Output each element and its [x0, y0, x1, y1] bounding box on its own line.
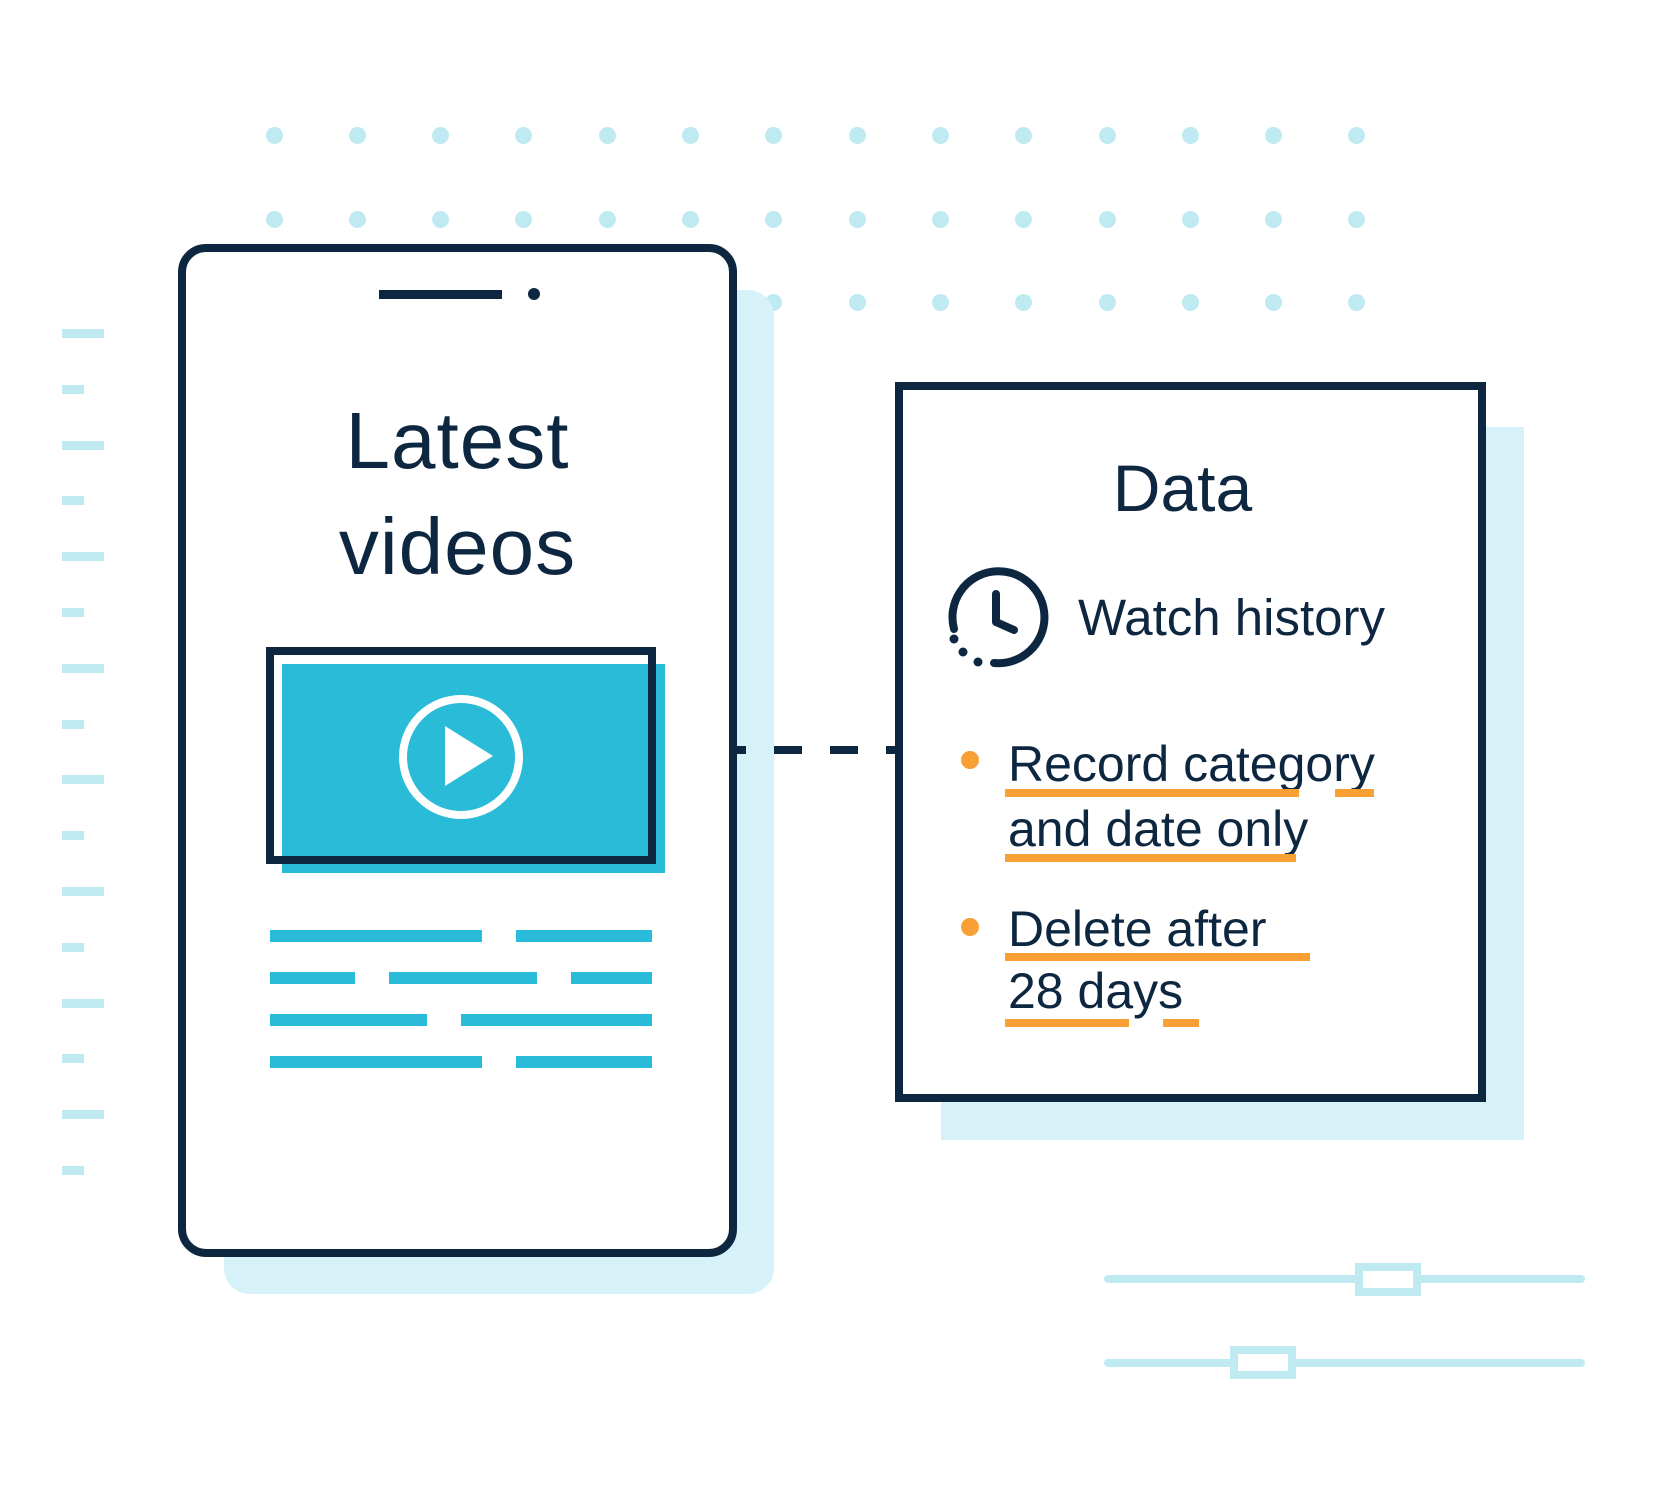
phone-title-line2: videos [338, 502, 577, 591]
highlight-underline [1335, 789, 1374, 797]
highlight-underline [1163, 1019, 1199, 1027]
text-line [270, 1056, 482, 1068]
grid-dot [848, 293, 866, 311]
grid-dot [432, 210, 450, 228]
data-item-1-line1: Record category [1008, 736, 1375, 792]
phone-title: Latest videos [230, 388, 685, 600]
grid-dot [432, 126, 450, 144]
grid-dot [265, 126, 283, 144]
tick-mark [62, 1054, 84, 1064]
grid-dot [1015, 293, 1033, 311]
highlight-underline [1005, 854, 1296, 862]
grid-dot [1181, 293, 1199, 311]
data-card-title: Data [1112, 451, 1253, 525]
grid-dot [265, 210, 283, 228]
grid-dot [1348, 293, 1366, 311]
grid-dot [515, 210, 533, 228]
text-line [270, 1014, 427, 1026]
text-line [461, 1014, 652, 1026]
data-item-2-line2: 28 days [1008, 963, 1184, 1019]
grid-dot [931, 293, 949, 311]
dashed-connector [737, 746, 895, 754]
tick-mark [62, 887, 104, 896]
tick-mark [62, 663, 104, 673]
tick-mark [62, 775, 104, 785]
tick-mark [62, 942, 84, 952]
tick-mark [62, 1110, 104, 1120]
grid-dot [931, 126, 949, 144]
data-item-2-line1: Delete after [1008, 901, 1267, 957]
grid-dot [1098, 210, 1116, 228]
slider-track-1[interactable] [1104, 1275, 1585, 1283]
slider-track-2[interactable] [1104, 1359, 1585, 1367]
tick-mark [62, 552, 104, 562]
grid-dot [598, 126, 616, 144]
tick-mark [62, 384, 84, 394]
grid-dot [1265, 210, 1283, 228]
tick-mark [62, 329, 104, 338]
grid-dot [1348, 210, 1366, 228]
grid-dot [682, 210, 699, 228]
phone-camera-icon [528, 288, 540, 300]
clock-history-icon [948, 567, 1049, 668]
grid-dot [848, 210, 866, 228]
grid-dot [1348, 126, 1366, 144]
phone-speaker-icon [379, 290, 502, 299]
text-line [516, 930, 652, 942]
highlight-underline [1005, 953, 1310, 961]
grid-dot [765, 210, 783, 228]
grid-dot [1181, 126, 1199, 144]
tick-mark [62, 1166, 84, 1175]
tick-mark [62, 998, 104, 1008]
tick-mark [62, 831, 84, 841]
grid-dot [1265, 126, 1283, 144]
grid-dot [1181, 210, 1199, 228]
grid-dot [598, 210, 616, 228]
grid-dot [1098, 293, 1116, 311]
video-thumbnail-frame [266, 647, 656, 864]
data-card [895, 382, 1486, 1102]
tick-mark [62, 608, 84, 617]
highlight-underline [1005, 789, 1299, 797]
text-line [571, 972, 652, 984]
grid-dot [1265, 293, 1283, 311]
grid-dot [1098, 126, 1116, 144]
text-line [270, 972, 355, 984]
text-line [516, 1056, 652, 1068]
grid-dot [848, 126, 866, 144]
watch-history-label: Watch history [1078, 589, 1386, 646]
grid-dot [1015, 210, 1033, 228]
grid-dot [931, 210, 949, 228]
slider-handle-1[interactable] [1354, 1263, 1421, 1296]
grid-dot [765, 126, 783, 144]
bullet-icon [961, 918, 979, 936]
grid-dot [682, 126, 699, 144]
grid-dot [348, 210, 366, 228]
tick-mark [62, 719, 84, 729]
grid-dot [515, 126, 533, 144]
bullet-icon [961, 751, 979, 769]
highlight-underline [1005, 1019, 1129, 1027]
data-item-1-line2: and date only [1008, 801, 1309, 857]
grid-dot [348, 126, 366, 144]
play-circle-icon[interactable] [396, 692, 526, 822]
tick-mark [62, 440, 104, 450]
phone-title-line1: Latest [345, 396, 570, 485]
slider-handle-2[interactable] [1229, 1346, 1296, 1379]
tick-mark [62, 496, 84, 506]
text-line [270, 930, 482, 942]
grid-dot [1015, 126, 1033, 144]
text-line [389, 972, 537, 984]
